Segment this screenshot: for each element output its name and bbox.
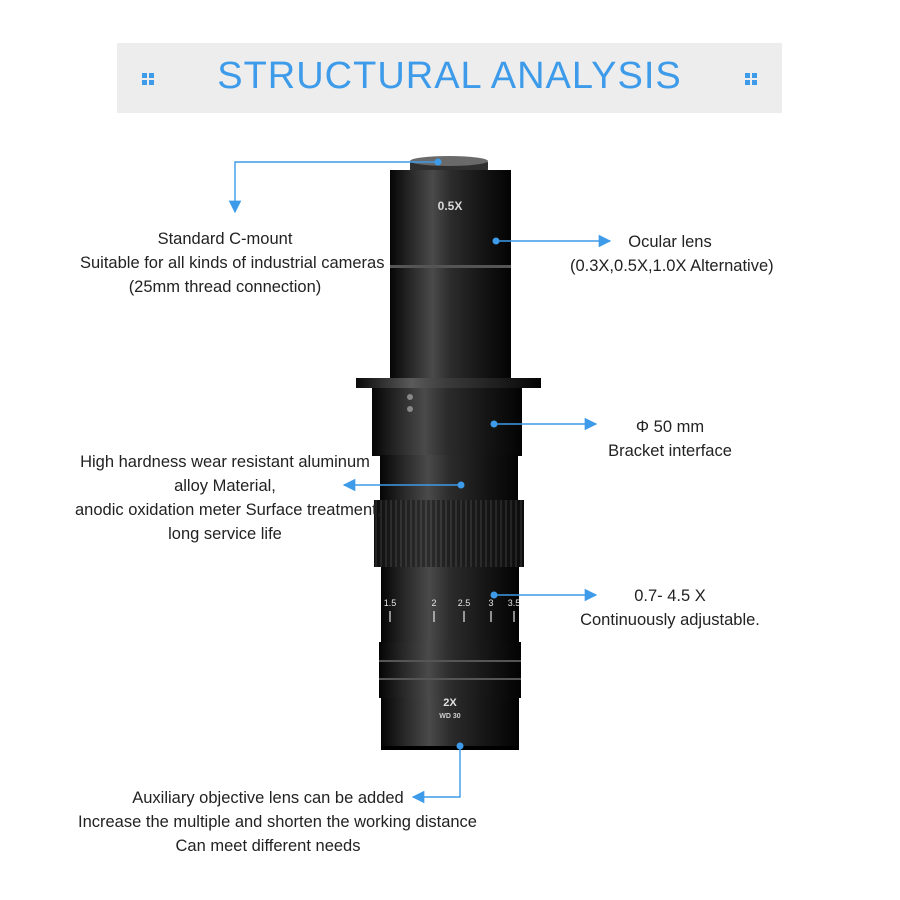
scale-label: 2.5 xyxy=(458,598,471,608)
ocular-callout-dot xyxy=(492,237,500,245)
zoom-ring xyxy=(374,500,524,567)
scale-label: 1.5 xyxy=(384,598,397,608)
bracket-label: Φ 50 mm Bracket interface xyxy=(608,418,732,460)
cmount-cap xyxy=(410,156,488,172)
ocular-marking: 0.5X xyxy=(438,199,463,213)
body-mid xyxy=(380,455,518,500)
bracket-callout-dot xyxy=(490,420,498,428)
objective-marking: 2X xyxy=(443,697,457,709)
objective-section: 2X WD 30 xyxy=(379,642,521,750)
objective-sub-marking: WD 30 xyxy=(439,713,461,720)
ocular-label: Ocular lens (0.3X,0.5X,1.0X Alternative) xyxy=(570,233,774,275)
zoom-label: 0.7- 4.5 X Continuously adjustable. xyxy=(580,587,760,629)
zoom-callout-dot xyxy=(490,591,498,599)
ocular-tube: 0.5X xyxy=(390,170,511,380)
auxiliary-label: Auxiliary objective lens can be added In… xyxy=(78,789,477,855)
cmount-label: Standard C-mount Suitable for all kinds … xyxy=(80,230,385,296)
auxiliary-callout-dot xyxy=(456,742,464,750)
cmount-callout-dot xyxy=(434,158,442,166)
material-label: High hardness wear resistant aluminum al… xyxy=(75,453,382,543)
scale-label: 3.5 xyxy=(508,598,521,608)
zoom-scale: 1.5 2 2.5 3 3.5 xyxy=(381,567,520,642)
grid-dots-icon xyxy=(744,72,758,86)
title-banner: STRUCTURAL ANALYSIS xyxy=(117,43,782,113)
cmount-callout-line xyxy=(228,161,438,214)
bracket-flange xyxy=(356,378,541,456)
scale-label: 3 xyxy=(488,598,493,608)
scale-label: 2 xyxy=(431,598,436,608)
grid-dots-icon xyxy=(141,72,155,86)
auxiliary-callout-line xyxy=(411,746,461,804)
page-title: STRUCTURAL ANALYSIS xyxy=(217,55,682,97)
material-callout-dot xyxy=(457,481,465,489)
